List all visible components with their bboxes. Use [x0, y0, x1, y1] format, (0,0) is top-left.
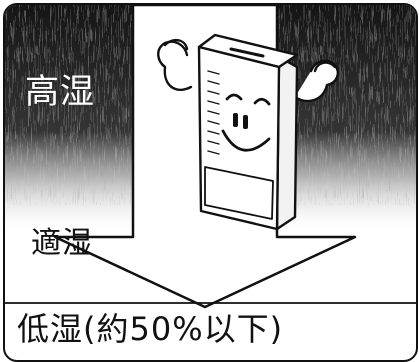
- high-humidity-label: 高湿: [25, 72, 95, 112]
- diagram-frame: 高湿 適湿 低湿(約50%以下): [3, 3, 418, 362]
- optimal-humidity-label: 適湿: [31, 226, 93, 261]
- dehumidifier-mascot-icon: [157, 33, 339, 231]
- low-humidity-label: 低湿(約50%以下): [17, 310, 284, 348]
- humidity-scene: [5, 5, 416, 309]
